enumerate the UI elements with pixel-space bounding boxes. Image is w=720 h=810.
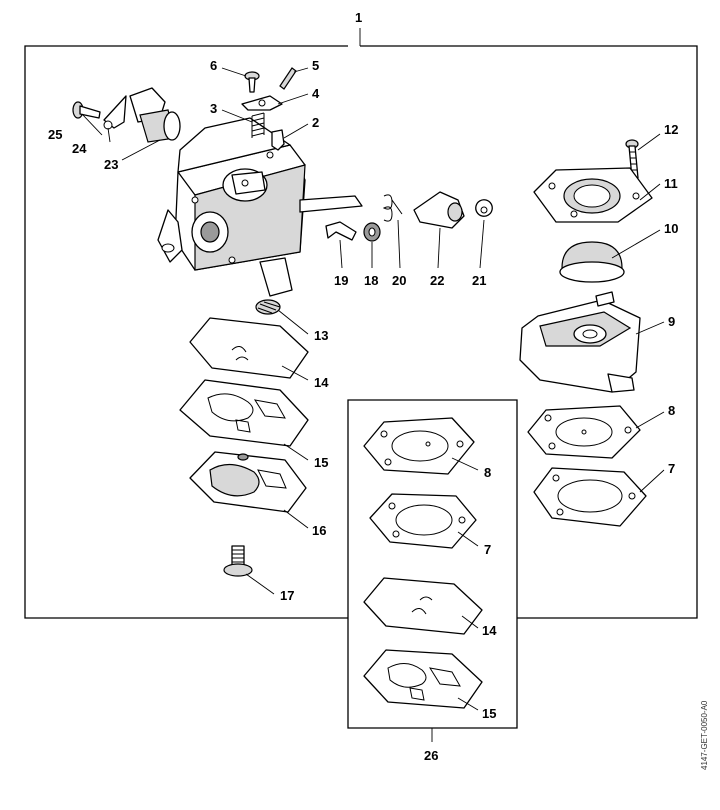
gasket-15	[179, 379, 309, 447]
callout-24: 24	[72, 141, 87, 156]
pump-housing-9	[519, 291, 641, 393]
callout-17: 17	[280, 588, 294, 603]
strainer-13	[255, 299, 281, 315]
pin-5	[279, 67, 297, 90]
callout-23: 23	[104, 157, 118, 172]
solenoid-valve-23	[129, 87, 181, 143]
screw-25	[72, 101, 101, 119]
callout-10: 10	[664, 221, 678, 236]
callout-19: 19	[334, 273, 348, 288]
needle-2	[271, 129, 285, 151]
callout-25: 25	[48, 127, 62, 142]
kit-diaphragm-8	[363, 417, 475, 475]
kit-frame-26	[347, 399, 518, 729]
kit-gasket-15	[363, 649, 483, 709]
diaphragm-8-right	[527, 405, 641, 459]
callout-12: 12	[664, 122, 678, 137]
callout-7-kit: 7	[484, 542, 491, 557]
callout-16: 16	[312, 523, 326, 538]
drawing-code: 4147-GET-0050-A0	[700, 700, 709, 770]
callout-21: 21	[472, 273, 486, 288]
carburetor-body	[157, 117, 363, 297]
callout-11: 11	[664, 176, 678, 191]
callout-7-right: 7	[668, 461, 675, 476]
purge-bulb-10	[559, 241, 625, 283]
callout-18: 18	[364, 273, 378, 288]
callout-22: 22	[430, 273, 444, 288]
callout-15-kit: 15	[482, 706, 496, 721]
callout-2: 2	[312, 115, 319, 130]
callout-14-left: 14	[314, 375, 329, 390]
callout-8-kit: 8	[484, 465, 491, 480]
callout-1: 1	[355, 10, 362, 25]
callout-14-kit: 14	[482, 623, 497, 638]
assembly-frame-1	[24, 45, 698, 619]
callout-8-right: 8	[668, 403, 675, 418]
spring-clip-19	[325, 221, 357, 241]
bracket-24	[103, 95, 127, 130]
callout-4: 4	[312, 86, 320, 101]
screw-17	[223, 545, 253, 577]
callout-9: 9	[668, 314, 675, 329]
spring-3	[251, 112, 265, 138]
callout-15-left: 15	[314, 455, 328, 470]
metering-diaphragm-14	[189, 317, 309, 379]
screw-6	[244, 71, 260, 93]
torsion-spring-20	[382, 194, 403, 222]
callout-6: 6	[210, 58, 217, 73]
callout-13: 13	[314, 328, 328, 343]
pump-body-16	[189, 451, 307, 513]
callout-20: 20	[392, 273, 406, 288]
callout-5: 5	[312, 58, 319, 73]
lever-4	[241, 95, 283, 111]
callout-26: 26	[424, 748, 438, 763]
gasket-7-right	[533, 467, 647, 527]
callout-3: 3	[210, 101, 217, 116]
leader-lines	[81, 67, 665, 711]
kit-gasket-7	[369, 493, 477, 549]
cover-11	[533, 167, 653, 223]
e-clip-21	[475, 199, 493, 217]
kit-metering-diaphragm-14	[363, 577, 483, 635]
nut-18	[363, 222, 381, 242]
choke-lever-22	[413, 191, 465, 229]
